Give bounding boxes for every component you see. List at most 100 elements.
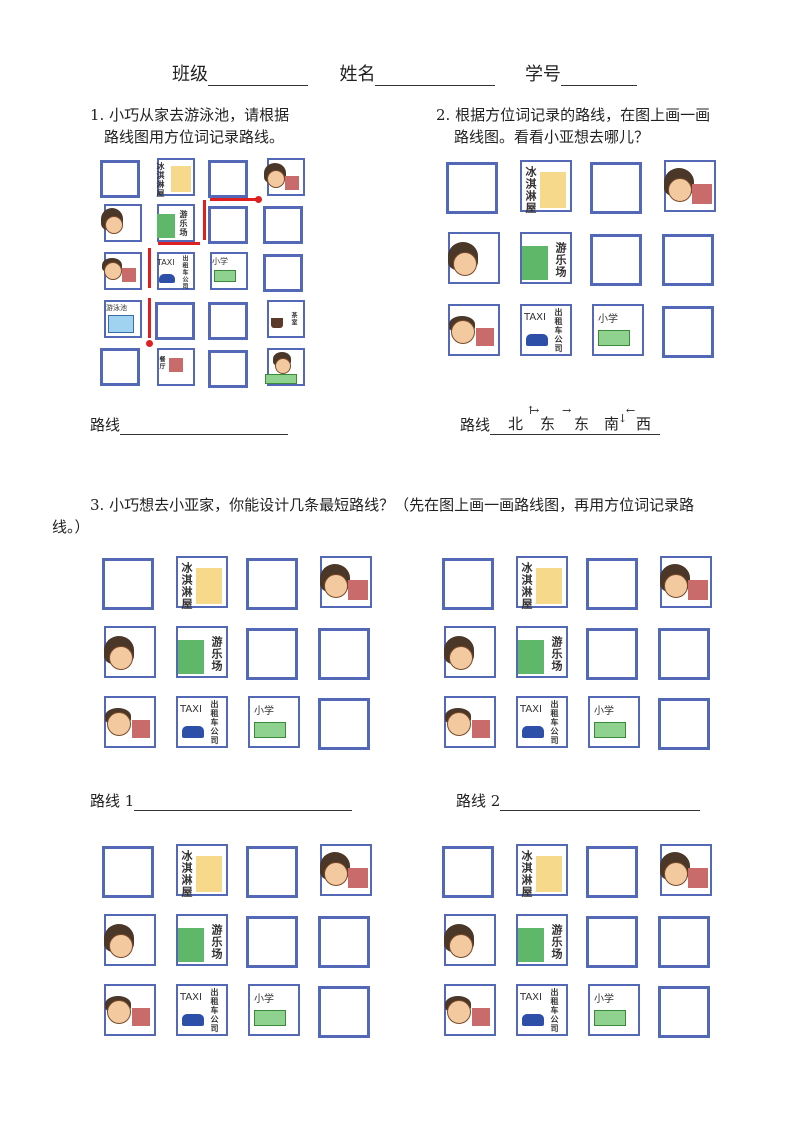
taxi-company-tile[interactable]: TAXI 出租车公司: [153, 252, 195, 292]
map-cell[interactable]: [246, 916, 298, 968]
map-cell[interactable]: [246, 846, 298, 898]
map-cell[interactable]: [446, 162, 498, 214]
map-cell[interactable]: [662, 306, 714, 358]
playground-icon: [157, 214, 175, 238]
taxi-icon: [522, 1014, 544, 1026]
xiaoya-home-tile[interactable]: [660, 160, 716, 216]
playground-tile[interactable]: 游乐场: [512, 626, 568, 682]
xiaoya-home-tile[interactable]: [261, 158, 305, 198]
map-cell[interactable]: [246, 628, 298, 680]
class-blank[interactable]: [208, 65, 308, 86]
map-cell[interactable]: [658, 698, 710, 750]
person-face-icon: [447, 712, 471, 736]
map-cell[interactable]: [100, 348, 140, 386]
map-cell[interactable]: [208, 206, 248, 244]
xiaoqiao-home-tile[interactable]: [440, 626, 496, 682]
icecream-shop-tile[interactable]: 冰淇淋屋: [172, 844, 228, 900]
school-tile[interactable]: 小学: [244, 984, 300, 1040]
route-word: 南: [604, 415, 620, 433]
taxi-company-tile[interactable]: TAXI 出租车公司: [172, 696, 228, 752]
xiaoya-home-tile[interactable]: [316, 556, 372, 612]
xiaoya-home-tile[interactable]: [316, 844, 372, 900]
icecream-shop-tile[interactable]: 冰淇淋屋: [172, 556, 228, 612]
home-tile[interactable]: [100, 696, 156, 752]
map-cell[interactable]: [318, 628, 370, 680]
map-cell[interactable]: [658, 916, 710, 968]
xiaoya-home-tile[interactable]: [656, 556, 712, 612]
school-tile[interactable]: 小学: [584, 984, 640, 1040]
map-cell[interactable]: [590, 234, 642, 286]
taxi-company-tile[interactable]: TAXI 出租车公司: [172, 984, 228, 1040]
xiaoya-home-tile[interactable]: [656, 844, 712, 900]
map-cell[interactable]: [263, 254, 303, 292]
icecream-label: 冰淇淋屋: [156, 162, 166, 198]
icecream-shop-tile[interactable]: 冰淇淋屋: [512, 556, 568, 612]
map-cell[interactable]: [208, 302, 248, 340]
home-tile[interactable]: [440, 696, 496, 752]
school-tile[interactable]: 小学: [206, 252, 248, 292]
map-cell[interactable]: [442, 558, 494, 610]
school-tile[interactable]: 小学: [588, 304, 644, 360]
xiaoqiao-face-icon: [449, 934, 473, 958]
home-tile[interactable]: [100, 984, 156, 1040]
home-tile[interactable]: [444, 304, 500, 360]
xiaoqiao-home-tile[interactable]: [100, 914, 156, 970]
map-cell[interactable]: [586, 916, 638, 968]
xiaoqiao-home-tile[interactable]: [440, 914, 496, 970]
taxi-company-label: 出租车公司: [210, 700, 220, 745]
teahouse-tile[interactable]: 茶室: [261, 300, 305, 340]
person-tile[interactable]: [261, 348, 305, 388]
number-blank[interactable]: [560, 65, 637, 86]
q1-map-grid: 冰淇淋屋 游乐场 TAXI 出租车公司 小学 游泳池: [98, 158, 308, 388]
map-cell[interactable]: [658, 986, 710, 1038]
q3-route2-blank[interactable]: [500, 792, 701, 811]
taxi-word: TAXI: [157, 258, 175, 267]
person-face-icon: [447, 1000, 471, 1024]
map-cell[interactable]: [586, 558, 638, 610]
q2-route-answer[interactable]: 北 东 东 南 西 ↑ → → ↓ ←: [490, 404, 661, 435]
map-cell[interactable]: [658, 628, 710, 680]
map-cell[interactable]: [662, 234, 714, 286]
q3-route1-blank[interactable]: [134, 792, 353, 811]
playground-tile[interactable]: 游乐场: [153, 204, 195, 244]
name-blank[interactable]: [375, 65, 496, 86]
map-cell[interactable]: [586, 846, 638, 898]
taxi-company-tile[interactable]: TAXI 出租车公司: [516, 304, 572, 360]
map-cell[interactable]: [155, 302, 195, 340]
xiaoqiao-home-tile[interactable]: [444, 232, 500, 288]
home-tile[interactable]: [98, 252, 142, 292]
icecream-shop-tile[interactable]: 冰淇淋屋: [512, 844, 568, 900]
map-cell[interactable]: [100, 160, 140, 198]
map-cell[interactable]: [102, 558, 154, 610]
xiaoqiao-home-tile[interactable]: [100, 626, 156, 682]
map-cell[interactable]: [318, 698, 370, 750]
taxi-company-tile[interactable]: TAXI 出租车公司: [512, 984, 568, 1040]
school-icon: [594, 1010, 626, 1026]
map-cell[interactable]: [442, 846, 494, 898]
taxi-word: TAXI: [520, 992, 542, 1003]
person-face-icon: [107, 712, 131, 736]
school-tile[interactable]: 小学: [244, 696, 300, 752]
home-tile[interactable]: [440, 984, 496, 1040]
map-cell[interactable]: [102, 846, 154, 898]
playground-tile[interactable]: 游乐场: [516, 232, 572, 288]
map-cell[interactable]: [590, 162, 642, 214]
icecream-shop-tile[interactable]: 冰淇淋屋: [516, 160, 572, 216]
swimming-pool-tile[interactable]: 游泳池: [98, 300, 142, 340]
xiaoqiao-home-tile[interactable]: [98, 204, 142, 244]
playground-tile[interactable]: 游乐场: [512, 914, 568, 970]
map-cell[interactable]: [318, 986, 370, 1038]
restaurant-tile[interactable]: 餐厅: [153, 348, 195, 388]
map-cell[interactable]: [263, 206, 303, 244]
taxi-company-tile[interactable]: TAXI 出租车公司: [512, 696, 568, 752]
map-cell[interactable]: [208, 160, 248, 198]
icecream-shop-tile[interactable]: 冰淇淋屋: [153, 158, 195, 198]
playground-tile[interactable]: 游乐场: [172, 914, 228, 970]
map-cell[interactable]: [208, 350, 248, 388]
map-cell[interactable]: [586, 628, 638, 680]
q1-route-blank[interactable]: [120, 416, 289, 435]
school-tile[interactable]: 小学: [584, 696, 640, 752]
playground-tile[interactable]: 游乐场: [172, 626, 228, 682]
map-cell[interactable]: [318, 916, 370, 968]
map-cell[interactable]: [246, 558, 298, 610]
